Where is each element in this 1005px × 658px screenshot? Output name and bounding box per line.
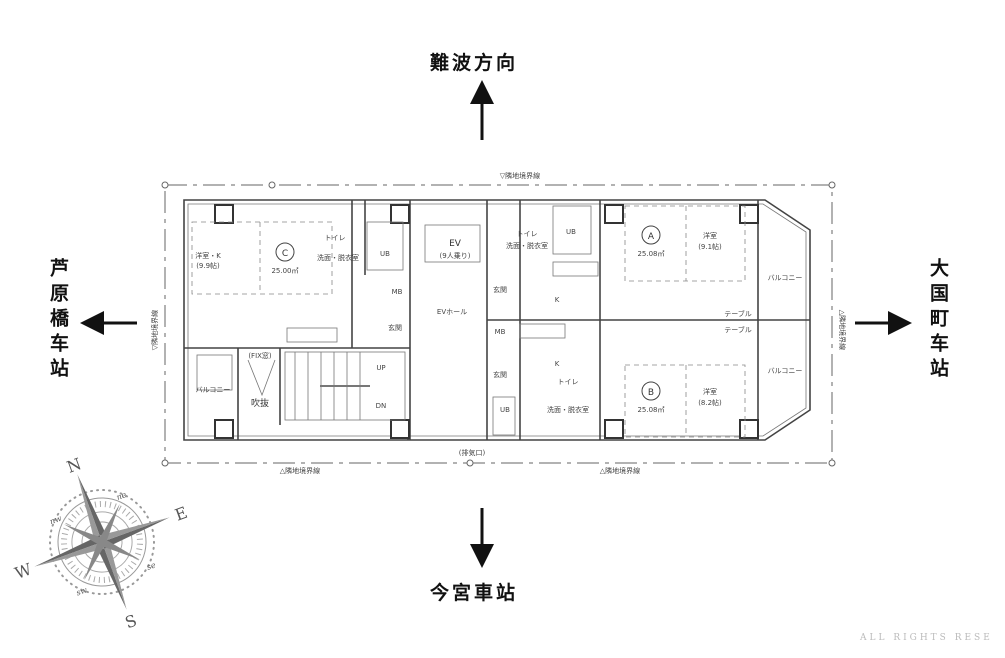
- ub-label-b: UB: [500, 406, 510, 414]
- direction-west: 芦原橋车站: [47, 258, 69, 383]
- unit-c-room: 洋室・K: [195, 251, 221, 260]
- boundary-label-top: ▽隣地境界線: [500, 171, 540, 180]
- direction-north: 難波方向: [430, 52, 519, 74]
- compass-sw: sw: [75, 585, 89, 597]
- copyright-text: ALL RIGHTS RESE: [860, 633, 993, 643]
- ub-label-a: UB: [566, 228, 576, 236]
- compass-ne: ne: [115, 490, 128, 502]
- building-outline: [183, 199, 811, 441]
- unit-a-badge: [641, 225, 661, 245]
- compass-nw: nw: [49, 514, 63, 527]
- toilet-label-c: トイレ: [325, 234, 346, 242]
- unit-b-badge: [641, 381, 661, 401]
- unit-a-area: 25.08㎡: [637, 250, 664, 258]
- elevator: [424, 224, 481, 263]
- interior-walls: [184, 200, 810, 440]
- void-label: 吹抜: [251, 397, 269, 409]
- structural-columns: [214, 204, 759, 439]
- kitchen-label-a: K: [555, 296, 560, 304]
- unit-c-badge: [275, 242, 295, 262]
- compass-s: S: [122, 611, 139, 633]
- unit-b-area: 25.08㎡: [637, 406, 664, 414]
- boundary-label-bottom-right: △隣地境界線: [600, 466, 640, 475]
- washroom-label-b: 洗面・脱衣室: [547, 405, 589, 414]
- fix-window-label: (FIX窓): [248, 351, 272, 360]
- unit-b-size: (8.2帖): [698, 398, 722, 407]
- unit-a-letter: A: [648, 232, 655, 242]
- table-label-a: テーブル: [724, 309, 752, 318]
- toilet-label-a: トイレ: [517, 230, 538, 238]
- entrance-label-b: 玄関: [493, 370, 507, 379]
- toilet-label-b: トイレ: [558, 378, 579, 386]
- entrance-label-c: 玄関: [388, 323, 402, 332]
- washroom-label-c: 洗面・脱衣室: [317, 253, 359, 262]
- unit-c-letter: C: [282, 249, 288, 259]
- direction-south: 今宮車站: [430, 582, 519, 604]
- stairs: [284, 351, 406, 421]
- ev-capacity: (9人乗り): [440, 251, 471, 260]
- table-label-b: テーブル: [724, 325, 752, 334]
- ev-hall-label: EVホール: [437, 308, 467, 316]
- compass-se: se: [146, 560, 158, 572]
- mb-label-b: MB: [495, 328, 506, 336]
- unit-c-area: 25.00㎡: [271, 267, 298, 275]
- compass-n: N: [64, 454, 84, 477]
- boundary-label-right: △隣地境界線: [838, 310, 847, 350]
- stairs-dn-label: DN: [376, 402, 387, 410]
- balcony-label-a: バルコニー: [768, 274, 803, 282]
- compass-rose-icon: N E S W ne nw se sw: [12, 454, 190, 633]
- unit-b-room: 洋室: [703, 387, 717, 396]
- unit-a-size: (9.1帖): [698, 242, 722, 251]
- ub-label-c: UB: [380, 250, 390, 258]
- balcony-label-c: バルコニー: [196, 386, 231, 394]
- compass-e: E: [172, 503, 189, 525]
- compass-w: W: [12, 559, 34, 583]
- ev-label: EV: [449, 239, 462, 249]
- unit-b-letter: B: [648, 388, 654, 398]
- washroom-label-a: 洗面・脱衣室: [506, 241, 548, 250]
- balcony-label-b: バルコニー: [768, 367, 803, 375]
- entrance-label-a: 玄関: [493, 285, 507, 294]
- site-boundary: [164, 184, 833, 464]
- exhaust-label: (排気口): [459, 448, 486, 457]
- mb-label-c: MB: [392, 288, 403, 296]
- boundary-label-bottom-left: △隣地境界線: [280, 466, 320, 475]
- unit-a-room: 洋室: [703, 231, 717, 240]
- boundary-label-left: ▽隣地境界線: [150, 310, 159, 350]
- direction-east: 大国町车站: [927, 258, 949, 383]
- unit-c-size: (9.9帖): [196, 261, 220, 270]
- stairs-up-label: UP: [376, 364, 385, 372]
- kitchen-label-b: K: [555, 360, 560, 368]
